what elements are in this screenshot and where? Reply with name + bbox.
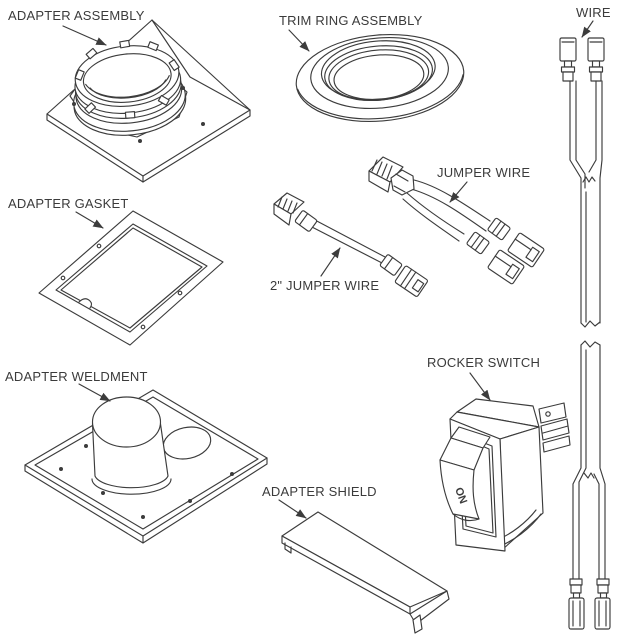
label-jumper-wire: JUMPER WIRE: [437, 165, 531, 180]
leader-adapter-shield: [278, 499, 307, 519]
label-trim-ring-assembly: TRIM RING ASSEMBLY: [279, 13, 423, 28]
label-rocker-switch: ROCKER SWITCH: [427, 355, 541, 370]
rocker-switch-drawing: ON: [439, 398, 571, 552]
label-adapter-weldment: ADAPTER WELDMENT: [5, 369, 148, 384]
leader-wire: [581, 20, 594, 38]
leader-rocker-switch: [469, 372, 491, 401]
leader-adapter-weldment: [78, 383, 111, 402]
two-inch-jumper-wire-drawing: [273, 192, 428, 297]
label-two-inch-jumper-wire: 2" JUMPER WIRE: [270, 278, 380, 293]
leader-two-inch-jumper-wire: [320, 247, 341, 277]
adapter-gasket-drawing: [38, 210, 224, 346]
leader-arrows: [62, 20, 594, 519]
jumper-wire-drawing: [368, 156, 545, 285]
label-adapter-gasket: ADAPTER GASKET: [8, 196, 129, 211]
adapter-shield-drawing: [281, 511, 450, 634]
leader-trim-ring-assembly: [288, 29, 310, 52]
wire-drawing: [559, 37, 611, 630]
adapter-assembly-collar: [73, 39, 187, 136]
label-wire: WIRE: [576, 5, 611, 20]
label-adapter-shield: ADAPTER SHIELD: [262, 484, 377, 499]
adapter-weldment-drawing: [24, 389, 268, 544]
leader-jumper-wire: [449, 181, 468, 203]
leader-adapter-assembly: [62, 25, 107, 46]
rocker-on-label: ON: [452, 486, 469, 506]
label-adapter-assembly: ADAPTER ASSEMBLY: [8, 8, 145, 23]
adapter-assembly-drawing: [46, 19, 251, 183]
leader-adapter-gasket: [75, 211, 104, 229]
trim-ring-assembly-drawing: [295, 33, 465, 123]
